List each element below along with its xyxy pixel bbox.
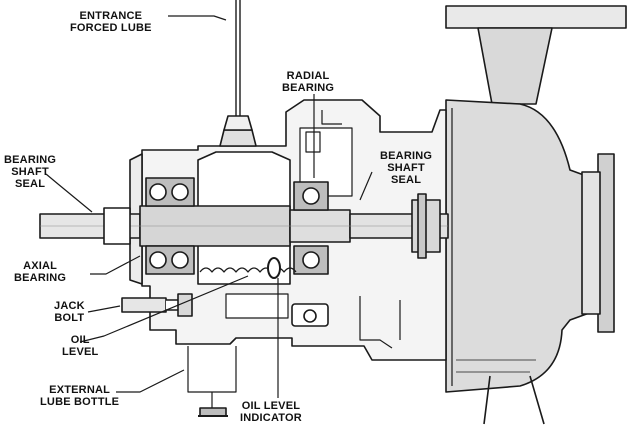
oil-level-indicator-glass — [267, 257, 281, 279]
shaft-seals — [103, 193, 441, 259]
pump-casing — [445, 5, 627, 393]
label-bearing-shaft-seal-left: BEARING SHAFT SEAL — [4, 154, 57, 190]
shaft — [39, 205, 449, 247]
external-lube-bottle — [187, 346, 237, 417]
jack-bolt — [121, 293, 193, 317]
label-jack-bolt: JACK BOLT — [54, 300, 85, 324]
label-radial-bearing: RADIAL BEARING — [282, 70, 335, 94]
label-oil-level: OIL LEVEL — [62, 334, 99, 358]
axial-bearing-assembly — [145, 177, 195, 275]
label-bearing-shaft-seal-right: BEARING SHAFT SEAL — [380, 150, 433, 186]
forced-lube-fitting — [219, 0, 257, 147]
label-external-lube-bottle: EXTERNAL LUBE BOTTLE — [40, 384, 120, 408]
leader-lines — [45, 15, 373, 398]
label-entrance-forced-lube: ENTRANCE FORCED LUBE — [70, 10, 152, 34]
radial-bearing-assembly — [293, 181, 329, 275]
pump-support-legs — [483, 375, 545, 425]
label-axial-bearing: AXIAL BEARING — [14, 260, 67, 284]
label-oil-level-indicator: OIL LEVEL INDICATOR — [240, 400, 302, 424]
